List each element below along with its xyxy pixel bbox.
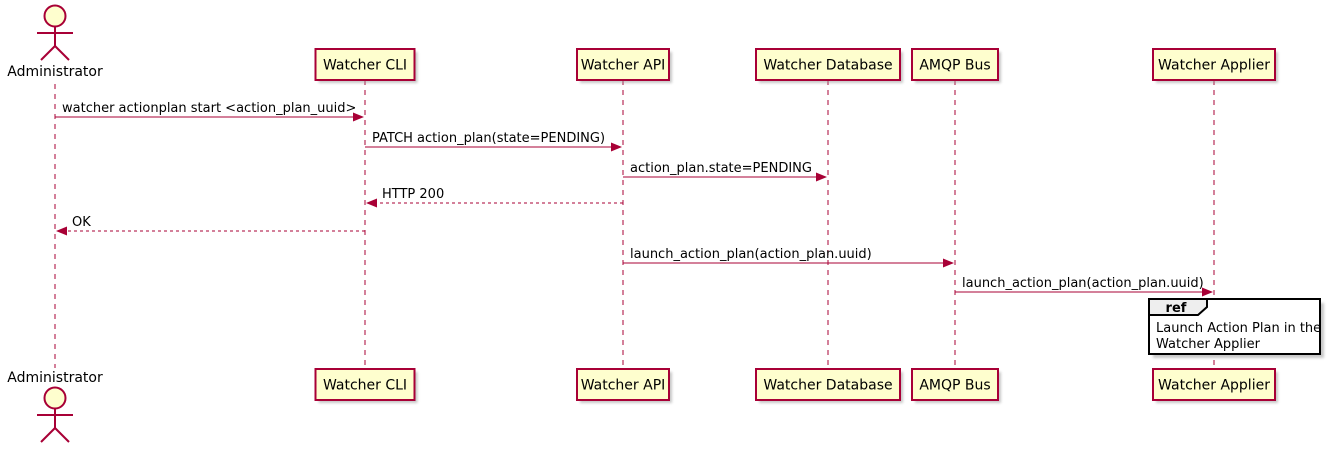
participant-label-db-top: Watcher Database: [763, 58, 892, 74]
participant-box-api-top: [576, 48, 670, 81]
participant-label-applier-bottom: Watcher Applier: [1158, 378, 1270, 394]
participant-label-amqp-top: AMQP Bus: [919, 58, 990, 74]
message-label: PATCH action_plan(state=PENDING): [372, 131, 605, 146]
actor-head: [43, 4, 67, 28]
message-2: PATCH action_plan(state=PENDING): [365, 131, 622, 152]
participant-box-applier-top: [1152, 48, 1276, 81]
lifelines-layer: [54, 80, 1215, 369]
participant-box-applier-bottom: [1152, 368, 1276, 401]
participant-box-amqp-bottom: [911, 368, 999, 401]
message-arrowhead: [611, 142, 622, 152]
actor-leg-left: [40, 427, 56, 443]
actor-admin-bottom: Administrator: [7, 370, 103, 443]
message-arrowhead: [56, 226, 67, 236]
participant-label-cli-bottom: Watcher CLI: [323, 378, 407, 394]
participant-box-api-bottom: [576, 368, 670, 401]
ref-text-line: Watcher Applier: [1156, 337, 1261, 352]
message-label: launch_action_plan(action_plan.uuid): [962, 276, 1204, 291]
participants-layer: Watcher CLI Watcher CLI Watcher API Watcher…: [314, 48, 1278, 403]
message-6: launch_action_plan(action_plan.uuid): [623, 247, 954, 268]
actor-leg-right: [54, 45, 70, 61]
message-4: HTTP 200: [366, 187, 623, 208]
message-7: launch_action_plan(action_plan.uuid): [955, 276, 1213, 297]
message-label: watcher actionplan start <action_plan_uu…: [62, 101, 356, 116]
participant-label-applier-top: Watcher Applier: [1158, 58, 1270, 74]
message-arrowhead: [1202, 287, 1213, 297]
participant-label-amqp-bottom: AMQP Bus: [919, 378, 990, 394]
actor-admin-top: Administrator: [7, 4, 103, 80]
message-arrowhead: [816, 172, 827, 182]
message-label: OK: [72, 215, 91, 230]
actor-leg-right: [54, 427, 70, 443]
participant-box-db-bottom: [755, 368, 901, 401]
message-label: action_plan.state=PENDING: [630, 161, 812, 176]
actor-label-admin-bottom: Administrator: [7, 370, 103, 386]
messages-layer: watcher actionplan start <action_plan_uu…: [55, 101, 1213, 297]
message-5: OK: [56, 215, 365, 236]
participant-label-api-top: Watcher API: [581, 58, 666, 74]
message-label: HTTP 200: [382, 187, 444, 202]
message-1: watcher actionplan start <action_plan_uu…: [55, 101, 364, 122]
participant-label-cli-top: Watcher CLI: [323, 58, 407, 74]
message-arrowhead: [353, 112, 364, 122]
participant-box-db-top: [755, 48, 901, 81]
participant-label-api-bottom: Watcher API: [581, 378, 666, 394]
participant-label-db-bottom: Watcher Database: [763, 378, 892, 394]
message-3: action_plan.state=PENDING: [623, 161, 827, 182]
participant-box-cli-bottom: [314, 368, 416, 401]
participant-box-amqp-top: [911, 48, 999, 81]
ref-text-line: Launch Action Plan in the: [1156, 321, 1321, 336]
message-arrowhead: [943, 258, 954, 268]
actor-label-admin-top: Administrator: [7, 64, 103, 80]
actor-leg-left: [40, 45, 56, 61]
participant-box-cli-top: [314, 48, 416, 81]
ref-tab: [1148, 298, 1208, 316]
message-label: launch_action_plan(action_plan.uuid): [630, 247, 872, 262]
ref-keyword-label: ref: [1166, 301, 1187, 316]
actor-head: [43, 386, 67, 410]
message-arrowhead: [366, 198, 377, 208]
